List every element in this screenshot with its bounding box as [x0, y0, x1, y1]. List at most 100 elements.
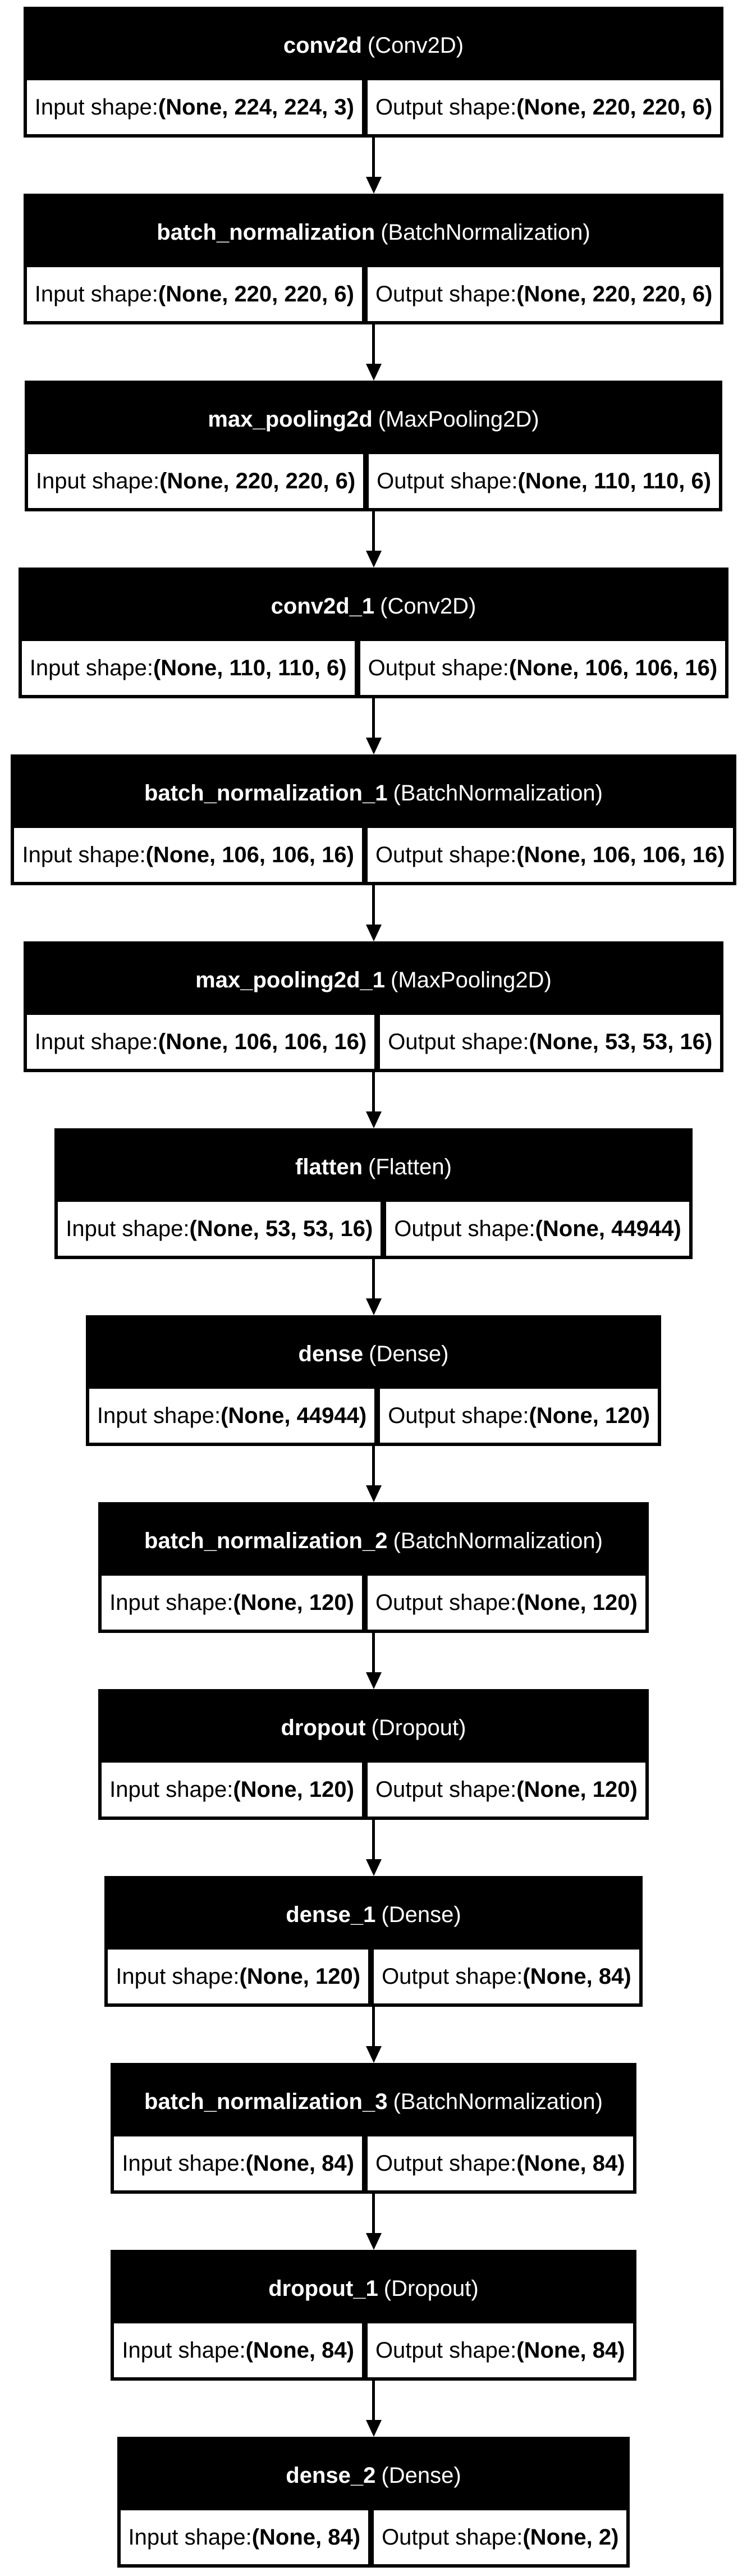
arrow-head-icon — [365, 2046, 382, 2063]
arrow-head-icon — [365, 1485, 382, 1502]
layer-header: dropoutDropout — [102, 1692, 645, 1763]
output-shape-label: Output shape: — [368, 656, 509, 680]
layer-header: batch_normalization_1BatchNormalization — [14, 758, 732, 828]
layer-header: batch_normalization_2BatchNormalization — [102, 1506, 645, 1576]
output-shape-label: Output shape: — [382, 1964, 523, 1989]
layer-type: Conv2D — [368, 33, 464, 58]
arrow-head-icon — [365, 1859, 382, 1876]
arrow-head-icon — [365, 925, 382, 941]
input-shape-cell: Input shape: (None, 106, 106, 16) — [26, 1015, 375, 1069]
output-shape-value: (None, 120) — [529, 1403, 650, 1428]
output-shape-cell: Output shape: (None, 120) — [367, 1763, 645, 1817]
input-shape-value: (None, 84) — [251, 2525, 361, 2550]
flow-arrow — [363, 698, 385, 754]
layer-name: max_pooling2d — [208, 406, 373, 432]
input-shape-cell: Input shape: (None, 120) — [102, 1576, 362, 1630]
layer-shape-row: Input shape: (None, 120) Output shape: (… — [108, 1950, 639, 2003]
arrow-line — [372, 138, 375, 177]
input-shape-cell: Input shape: (None, 84) — [114, 2136, 362, 2190]
layer-node: flattenFlatten Input shape: (None, 53, 5… — [54, 1128, 693, 1259]
flow-arrow — [363, 1633, 385, 1689]
output-shape-label: Output shape: — [375, 2151, 517, 2176]
input-shape-label: Input shape: — [122, 2338, 246, 2363]
layer-node: denseDense Input shape: (None, 44944) Ou… — [85, 1315, 662, 1446]
layer-type: BatchNormalization — [381, 220, 590, 245]
layer-name: conv2d — [283, 33, 362, 58]
output-shape-cell: Output shape: (None, 84) — [367, 2136, 633, 2190]
input-shape-cell: Input shape: (None, 106, 106, 16) — [14, 828, 362, 882]
layer-name: dense — [298, 1341, 364, 1366]
arrow-head-icon — [365, 177, 382, 194]
output-shape-label: Output shape: — [375, 95, 517, 120]
arrow-line — [372, 2381, 375, 2421]
input-shape-label: Input shape: — [97, 1403, 221, 1428]
layer-type: BatchNormalization — [393, 2089, 602, 2114]
layer-node: batch_normalization_1BatchNormalization … — [11, 754, 736, 885]
output-shape-label: Output shape: — [375, 1777, 517, 1802]
arrow-head-icon — [365, 1111, 382, 1128]
input-shape-value: (None, 84) — [245, 2338, 354, 2363]
layer-name: batch_normalization_2 — [144, 1528, 388, 1553]
layer-type: BatchNormalization — [393, 1529, 602, 1553]
output-shape-label: Output shape: — [375, 1590, 517, 1615]
layer-node: dropoutDropout Input shape: (None, 120) … — [98, 1689, 649, 1820]
input-shape-label: Input shape: — [34, 95, 158, 120]
layer-node: max_pooling2dMaxPooling2D Input shape: (… — [24, 381, 723, 511]
layer-type: Dense — [381, 1902, 461, 1927]
flow-arrow — [363, 885, 385, 941]
input-shape-cell: Input shape: (None, 220, 220, 6) — [28, 454, 364, 508]
output-shape-value: (None, 120) — [516, 1590, 638, 1615]
layer-name: batch_normalization_1 — [144, 780, 388, 806]
output-shape-value: (None, 53, 53, 16) — [529, 1030, 713, 1054]
input-shape-cell: Input shape: (None, 53, 53, 16) — [58, 1202, 381, 1256]
input-shape-cell: Input shape: (None, 110, 110, 6) — [21, 641, 355, 695]
layer-name: dropout — [281, 1715, 366, 1740]
flow-arrow — [363, 1072, 385, 1128]
layer-shape-row: Input shape: (None, 53, 53, 16) Output s… — [58, 1202, 689, 1256]
output-shape-value: (None, 106, 106, 16) — [516, 843, 725, 867]
input-shape-value: (None, 84) — [245, 2151, 354, 2176]
output-shape-cell: Output shape: (None, 53, 53, 16) — [380, 1015, 721, 1069]
layer-name: max_pooling2d_1 — [195, 967, 386, 992]
input-shape-value: (None, 220, 220, 6) — [159, 469, 356, 493]
layer-type: Dense — [369, 1342, 448, 1366]
layer-type: Conv2D — [380, 594, 476, 619]
output-shape-label: Output shape: — [388, 1403, 529, 1428]
input-shape-cell: Input shape: (None, 224, 224, 3) — [26, 80, 362, 134]
input-shape-value: (None, 44944) — [221, 1403, 367, 1428]
output-shape-cell: Output shape: (None, 84) — [367, 2323, 633, 2377]
flow-arrow — [363, 324, 385, 381]
layer-type: Dropout — [372, 1715, 466, 1740]
input-shape-value: (None, 110, 110, 6) — [153, 656, 347, 680]
input-shape-label: Input shape: — [122, 2151, 246, 2176]
output-shape-cell: Output shape: (None, 84) — [374, 1950, 639, 2003]
arrow-line — [372, 885, 375, 925]
layer-name: dropout_1 — [268, 2276, 378, 2301]
output-shape-label: Output shape: — [375, 843, 517, 867]
layer-header: max_pooling2d_1MaxPooling2D — [27, 945, 721, 1015]
layer-header: flattenFlatten — [58, 1132, 689, 1202]
arrow-line — [372, 1633, 375, 1673]
layer-header: denseDense — [89, 1319, 658, 1389]
layer-name: dense_2 — [286, 2463, 376, 2488]
output-shape-value: (None, 120) — [516, 1777, 638, 1802]
output-shape-label: Output shape: — [382, 2525, 523, 2550]
input-shape-value: (None, 106, 106, 16) — [158, 1030, 367, 1054]
layer-name: dense_1 — [286, 1902, 376, 1927]
layer-shape-row: Input shape: (None, 224, 224, 3) Output … — [26, 80, 721, 134]
arrow-line — [372, 2007, 375, 2047]
arrow-line — [372, 511, 375, 551]
flow-arrow — [363, 2381, 385, 2437]
input-shape-cell: Input shape: (None, 220, 220, 6) — [26, 267, 362, 321]
arrow-head-icon — [365, 2233, 382, 2250]
layer-header: conv2d_1Conv2D — [22, 571, 725, 641]
input-shape-label: Input shape: — [34, 282, 158, 306]
arrow-head-icon — [365, 1298, 382, 1315]
input-shape-value: (None, 220, 220, 6) — [158, 282, 354, 306]
layer-shape-row: Input shape: (None, 84) Output shape: (N… — [114, 2136, 633, 2190]
layer-type: BatchNormalization — [393, 781, 602, 806]
flow-arrow — [363, 2007, 385, 2063]
output-shape-value: (None, 84) — [516, 2338, 625, 2363]
input-shape-value: (None, 106, 106, 16) — [145, 843, 354, 867]
